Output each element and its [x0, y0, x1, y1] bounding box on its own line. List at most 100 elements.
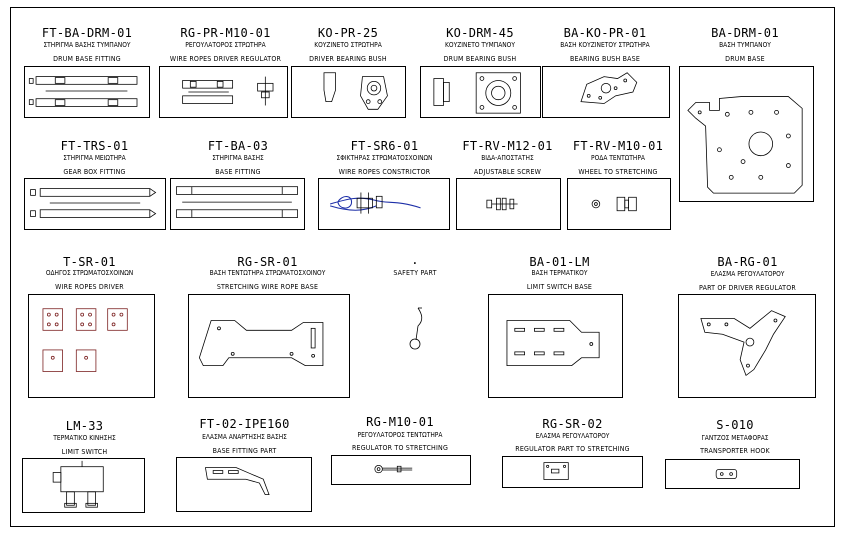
- part-greek-name: ΡΕΓΟΥΛΑΤΟΡΟΣ ΤΕΝΤΩΤΗΡΑ: [357, 431, 443, 439]
- wire-ropes-driver-drawing: [28, 294, 155, 398]
- transporter-hook-drawing: [665, 459, 800, 489]
- part-ba-01-lm[interactable]: BA-01-LM ΒΑΣΗ ΤΕΡΜΑΤΙΚΟΥ LIMIT SWITCH BA…: [482, 228, 637, 403]
- limit-switch-drawing: [22, 458, 145, 513]
- part-greek-name: ΕΛΑΣΜΑ ΡΕΓΟΥΛΑΤΟΡΟΥ: [710, 270, 785, 278]
- part-code: BA-RG-01: [717, 255, 778, 269]
- part-code: KO-DRM-45: [446, 26, 514, 40]
- drawing-sheet-frame: [10, 7, 835, 527]
- wire-ropes-driver-regulator-drawing: [159, 66, 288, 118]
- part-code: T-SR-01: [63, 255, 116, 269]
- part-english-name: WHEEL TO STRETCHING: [578, 168, 658, 176]
- gear-box-fitting-drawing: [24, 178, 166, 230]
- limit-switch-base-drawing: [488, 294, 623, 398]
- part-code: LM-33: [65, 419, 104, 433]
- part-code: KO-PR-25: [317, 26, 379, 40]
- part-greek-name: ΣΤΗΡΙΓΜΑ ΒΑΣΗΣ: [212, 154, 264, 162]
- part-ko-pr-25[interactable]: KO-PR-25 ΚΟΥΖΙΝΕΤΟ ΣΤΡΩΤΗΡΑ DRIVER BEARI…: [288, 0, 408, 125]
- part-rg-m10-01[interactable]: RG-M10-01 ΡΕΓΟΥΛΑΤΟΡΟΣ ΤΕΝΤΩΤΗΡΑ REGULAT…: [325, 400, 475, 520]
- part-ba-ko-pr-01[interactable]: BA-KO-PR-01 ΒΑΣΗ ΚΟΥΖΙΝΕΤΟΥ ΣΤΡΩΤΗΡΑ BEA…: [540, 0, 670, 125]
- part-greek-name: ΚΟΥΖΙΝΕΤΟ ΤΥΜΠΑΝΟΥ: [445, 41, 515, 49]
- part-english-name: BEARING BUSH BASE: [569, 55, 641, 63]
- part-english-name: REGULATOR TO STRETCHING: [351, 444, 449, 452]
- drum-base-drawing: [679, 66, 814, 202]
- part-greek-name: ΣΦΙΚΤΗΡΑΣ ΣΤΡΩΜΑΤΟΣΧΟΙΝΩΝ: [336, 154, 433, 162]
- part-rg-sr-02[interactable]: RG-SR-02 ΕΛΑΣΜΑ ΡΕΓΟΥΛΑΤΟΡΟΥ REGULATOR P…: [495, 400, 650, 520]
- part-greek-name: ΒΑΣΗ ΤΥΜΠΑΝΟΥ: [719, 41, 771, 49]
- part-english-name: SAFETY PART: [393, 269, 437, 277]
- part-t-sr-01[interactable]: T-SR-01 ΟΔΗΓΟΣ ΣΤΡΩΜΑΤΟΣΧΟΙΝΩΝ WIRE ROPE…: [22, 228, 157, 403]
- part-code: FT-TRS-01: [60, 139, 129, 153]
- part-english-name: BASE FITTING: [215, 168, 261, 176]
- part-code: FT-RV-M12-01: [462, 139, 553, 153]
- drum-base-fitting-drawing: [24, 66, 150, 118]
- drum-bearing-bush-drawing: [420, 66, 541, 118]
- part-code: FT-BA-03: [207, 139, 269, 153]
- part-english-name: GEAR BOX FITTING: [63, 168, 126, 176]
- part-greek-name: ΓΑΝΤΖΟΣ ΜΕΤΑΦΟΡΑΣ: [701, 434, 769, 442]
- part-code: S-010: [716, 418, 754, 432]
- part-english-name: STRETCHING WIRE ROPE BASE: [216, 283, 319, 291]
- part-code: .: [411, 253, 419, 267]
- part-ft-ba-03[interactable]: FT-BA-03 ΣΤΗΡΙΓΜΑ ΒΑΣΗΣ BASE FITTING: [168, 112, 308, 232]
- part-greek-name: ΒΑΣΗ ΤΕΡΜΑΤΙΚΟΥ: [531, 269, 588, 277]
- part-rg-pr-m10-01[interactable]: RG-PR-M10-01 ΡΕΓΟΥΛΑΤΟΡΟΣ ΣΤΡΩΤΗΡΑ WIRE …: [153, 0, 298, 125]
- part-safety[interactable]: . SAFETY PART: [370, 228, 460, 403]
- part-s-010[interactable]: S-010 ΓΑΝΤΖΟΣ ΜΕΤΑΦΟΡΑΣ TRANSPORTER HOOK: [660, 400, 810, 520]
- stretching-regulator-drawing: [331, 455, 471, 485]
- stretching-wheel-drawing: [567, 178, 671, 230]
- part-code: BA-DRM-01: [711, 26, 779, 40]
- safety-part-drawing: [382, 294, 450, 398]
- part-ft-rv-m10-01[interactable]: FT-RV-M10-01 ΡΟΔΑ ΤΕΝΤΩΤΗΡΑ WHEEL TO STR…: [563, 112, 673, 232]
- part-greek-name: ΣΤΗΡΙΓΜΑ ΒΑΣΗΣ ΤΥΜΠΑΝΟΥ: [43, 41, 131, 49]
- part-code: FT-BA-DRM-01: [41, 26, 133, 40]
- part-ft-ba-drm-01[interactable]: FT-BA-DRM-01 ΣΤΗΡΙΓΜΑ ΒΑΣΗΣ ΤΥΜΠΑΝΟΥ DRU…: [22, 0, 152, 125]
- part-greek-name: ΚΟΥΖΙΝΕΤΟ ΣΤΡΩΤΗΡΑ: [314, 41, 382, 49]
- part-greek-name: ΕΛΑΣΜΑ ΑΝΑΡΤΗΣΗΣ ΒΑΣΗΣ: [202, 433, 287, 441]
- part-code: FT-RV-M10-01: [572, 139, 664, 153]
- part-greek-name: ΟΔΗΓΟΣ ΣΤΡΩΜΑΤΟΣΧΟΙΝΩΝ: [45, 269, 134, 277]
- part-code: RG-PR-M10-01: [180, 26, 271, 40]
- part-greek-name: ΕΛΑΣΜΑ ΡΕΓΟΥΛΑΤΟΡΟΥ: [535, 432, 610, 440]
- part-greek-name: ΡΟΔΑ ΤΕΝΤΩΤΗΡΑ: [591, 154, 645, 162]
- part-english-name: DRUM BASE: [725, 55, 765, 63]
- part-code: RG-SR-01: [237, 255, 298, 269]
- part-english-name: LIMIT SWITCH: [61, 448, 108, 456]
- part-greek-name: ΤΕΡΜΑΤΙΚΟ ΚΙΝΗΣΗΣ: [53, 434, 116, 442]
- part-ft-02-ipe160[interactable]: FT-02-IPE160 ΕΛΑΣΜΑ ΑΝΑΡΤΗΣΗΣ ΒΑΣΗΣ BASE…: [172, 400, 317, 520]
- part-english-name: ADJUSTABLE SCREW: [473, 168, 542, 176]
- part-english-name: PART OF DRIVER REGULATOR: [699, 284, 796, 292]
- part-code: FT-02-IPE160: [199, 417, 290, 431]
- part-code: BA-KO-PR-01: [563, 26, 647, 40]
- part-lm-33[interactable]: LM-33 ΤΕΡΜΑΤΙΚΟ ΚΙΝΗΣΗΣ LIMIT SWITCH: [22, 400, 147, 520]
- bearing-bush-base-drawing: [542, 66, 670, 118]
- part-greek-name: ΣΤΗΡΙΓΜΑ ΜΕΙΩΤΗΡΑ: [63, 154, 126, 162]
- adjustable-screw-drawing: [456, 178, 561, 230]
- stretching-regulator-plate-drawing: [502, 456, 643, 488]
- part-greek-name: ΒΙΔΑ-ΑΠΟΣΤΑΤΗΣ: [481, 154, 534, 162]
- part-english-name: WIRE ROPES DRIVER REGULATOR: [169, 55, 282, 63]
- part-greek-name: ΡΕΓΟΥΛΑΤΟΡΟΣ ΣΤΡΩΤΗΡΑ: [185, 41, 266, 49]
- part-greek-name: ΒΑΣΗ ΚΟΥΖΙΝΕΤΟΥ ΣΤΡΩΤΗΡΑ: [560, 41, 650, 49]
- part-english-name: LIMIT SWITCH BASE: [526, 283, 593, 291]
- driver-regulator-plate-drawing: [678, 294, 816, 398]
- base-fitting-drawing: [170, 178, 305, 230]
- part-ft-sr6-01[interactable]: FT-SR6-01 ΣΦΙΚΤΗΡΑΣ ΣΤΡΩΜΑΤΟΣΧΟΙΝΩΝ WIRE…: [312, 112, 457, 232]
- part-english-name: DRUM BASE FITTING: [53, 55, 121, 63]
- part-english-name: WIRE ROPES CONSTRICTOR: [338, 168, 431, 176]
- driver-bearing-bush-drawing: [291, 66, 406, 118]
- part-english-name: WIRE ROPES DRIVER: [55, 283, 124, 291]
- part-english-name: BASE FITTING PART: [212, 447, 277, 455]
- part-rg-sr-01[interactable]: RG-SR-01 ΒΑΣΗ ΤΕΝΤΩΤΗΡΑ ΣΤΡΩΜΑΤΟΣΧΟΙΝΟΥ …: [180, 228, 355, 403]
- part-ft-trs-01[interactable]: FT-TRS-01 ΣΤΗΡΙΓΜΑ ΜΕΙΩΤΗΡΑ GEAR BOX FIT…: [22, 112, 167, 232]
- part-ft-rv-m12-01[interactable]: FT-RV-M12-01 ΒΙΔΑ-ΑΠΟΣΤΑΤΗΣ ADJUSTABLE S…: [450, 112, 565, 232]
- stretching-wire-rope-base-drawing: [188, 294, 350, 398]
- part-code: RG-SR-02: [542, 417, 603, 431]
- part-code: BA-01-LM: [529, 255, 590, 269]
- part-english-name: REGULATOR PART TO STRETCHING: [515, 445, 630, 453]
- part-english-name: TRANSPORTER HOOK: [700, 447, 770, 455]
- part-greek-name: ΒΑΣΗ ΤΕΝΤΩΤΗΡΑ ΣΤΡΩΜΑΤΟΣΧΟΙΝΟΥ: [209, 269, 326, 277]
- part-code: RG-M10-01: [366, 415, 434, 429]
- part-ko-drm-45[interactable]: KO-DRM-45 ΚΟΥΖΙΝΕΤΟ ΤΥΜΠΑΝΟΥ DRUM BEARIN…: [415, 0, 545, 125]
- part-ba-drm-01[interactable]: BA-DRM-01 ΒΑΣΗ ΤΥΜΠΑΝΟΥ DRUM BASE: [675, 0, 815, 205]
- part-ba-rg-01[interactable]: BA-RG-01 ΕΛΑΣΜΑ ΡΕΓΟΥΛΑΤΟΡΟΥ PART OF DRI…: [670, 228, 825, 403]
